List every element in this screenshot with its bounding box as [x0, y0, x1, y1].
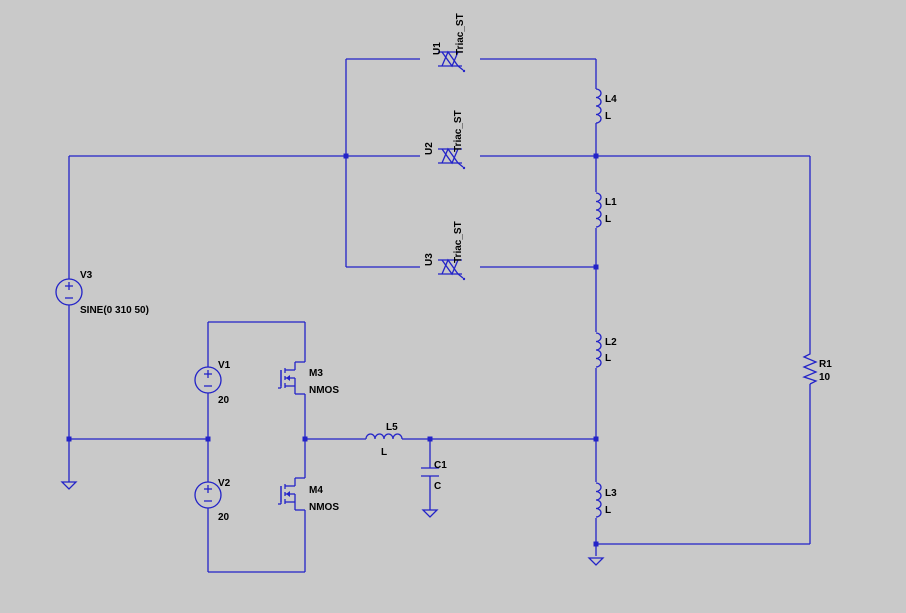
v1-name: V1 — [218, 360, 231, 371]
l1-name: L1 — [605, 197, 617, 208]
inductor-l4[interactable]: L4 L — [595, 88, 617, 124]
u2-name: U2 — [424, 142, 435, 155]
inductor-l3[interactable]: L3 L — [595, 482, 617, 518]
voltage-source-v3[interactable]: V3 SINE(0 310 50) — [55, 270, 149, 316]
triac-u1[interactable]: U1 Triac_ST — [432, 13, 466, 73]
ground-symbol-l3 — [588, 557, 604, 566]
wires — [68, 58, 811, 573]
u1-value: Triac_ST — [455, 13, 466, 55]
r1-value: 10 — [819, 372, 831, 383]
u3-value: Triac_ST — [453, 221, 464, 263]
l4-value: L — [605, 111, 611, 122]
junctions — [66, 153, 599, 547]
u1-name: U1 — [432, 42, 443, 55]
l5-name: L5 — [386, 422, 398, 433]
u3-name: U3 — [424, 253, 435, 266]
voltage-source-v1[interactable]: V1 20 — [194, 360, 231, 406]
l2-value: L — [605, 353, 611, 364]
l1-value: L — [605, 214, 611, 225]
v1-value: 20 — [218, 395, 230, 406]
nmos-m4[interactable]: M4 NMOS — [278, 477, 339, 513]
inductor-l5[interactable]: L5 L — [365, 422, 403, 458]
resistor-r1[interactable]: R1 10 — [802, 350, 832, 385]
u2-value: Triac_ST — [453, 110, 464, 152]
voltage-source-v2[interactable]: V2 20 — [194, 478, 231, 523]
l5-value: L — [381, 447, 387, 458]
m4-value: NMOS — [309, 502, 339, 513]
r1-name: R1 — [819, 359, 832, 370]
l4-name: L4 — [605, 94, 617, 105]
inductor-l2[interactable]: L2 L — [595, 332, 617, 368]
l3-value: L — [605, 505, 611, 516]
ground-symbol-c1 — [422, 509, 438, 518]
v3-name: V3 — [80, 270, 93, 281]
l3-name: L3 — [605, 488, 617, 499]
c1-name: C1 — [434, 460, 447, 471]
inductor-l1[interactable]: L1 L — [595, 192, 617, 228]
l2-name: L2 — [605, 337, 617, 348]
nmos-m3[interactable]: M3 NMOS — [278, 361, 339, 396]
c1-value: C — [434, 481, 441, 492]
triac-u3[interactable]: U3 Triac_ST — [424, 221, 466, 281]
ground-symbol-v3 — [61, 481, 77, 490]
m4-name: M4 — [309, 485, 323, 496]
triac-u2[interactable]: U2 Triac_ST — [424, 110, 466, 170]
m3-name: M3 — [309, 368, 323, 379]
v3-value: SINE(0 310 50) — [80, 305, 149, 316]
m3-value: NMOS — [309, 385, 339, 396]
v2-value: 20 — [218, 512, 230, 523]
v2-name: V2 — [218, 478, 231, 489]
capacitor-c1[interactable]: C1 C — [421, 460, 447, 492]
